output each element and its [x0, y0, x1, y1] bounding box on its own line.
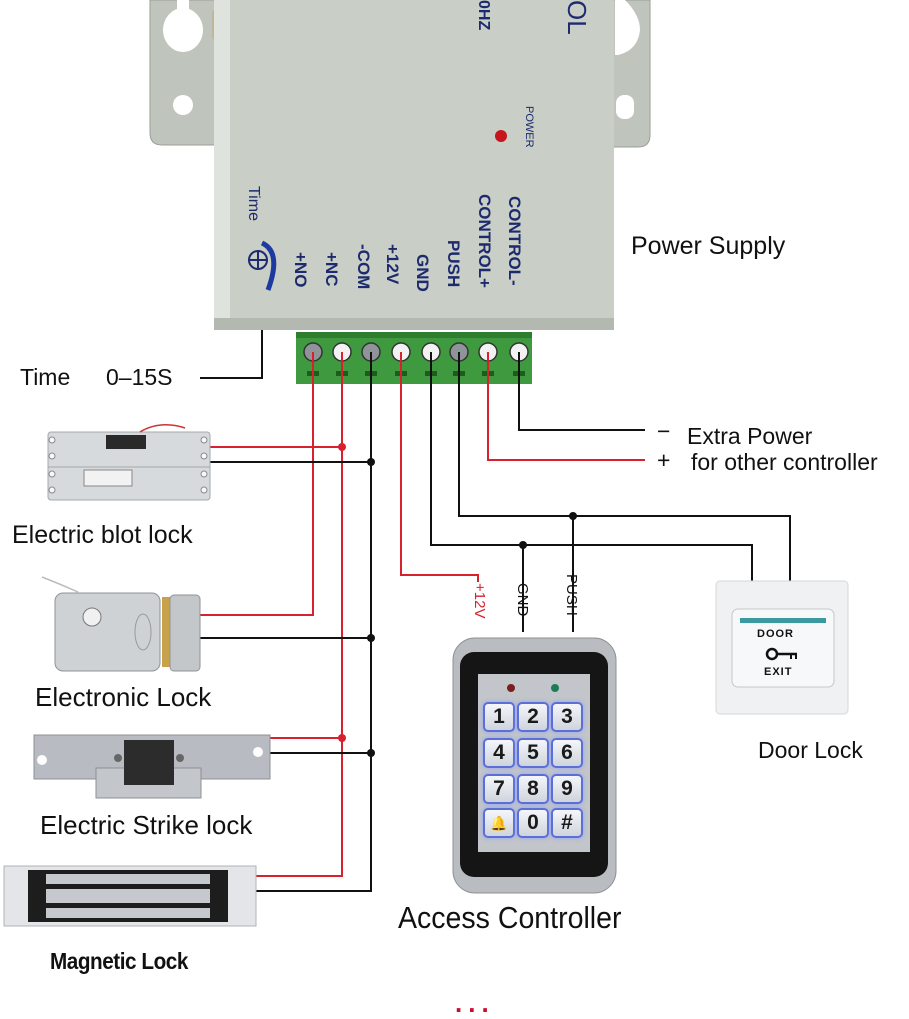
power-led-label: POWER: [523, 106, 535, 148]
power-supply-bracket-left: [149, 0, 226, 146]
lock-label-electronic: Electronic Lock: [35, 682, 212, 712]
door-lock-label: Door Lock: [758, 737, 863, 763]
terminal-label-com: -COM: [354, 244, 373, 290]
time-label: Time: [20, 364, 71, 390]
wire-label-push: PUSH: [563, 574, 580, 616]
extra-power-line1: Extra Power: [687, 423, 813, 449]
keypad-key[interactable]: 5: [517, 738, 549, 768]
key-icon: [765, 647, 797, 661]
keypad-key[interactable]: 1: [483, 702, 515, 732]
wire-com-bus: [256, 352, 372, 892]
electronic-lock-image: [41, 576, 201, 672]
exit-button-image: [715, 580, 849, 715]
exit-button-door-text: DOOR: [757, 628, 794, 640]
wire-no-electronic-lock: [200, 352, 314, 616]
wire-gnd-exit-button: [430, 352, 753, 581]
time-knob-icon: [248, 240, 277, 291]
keypad-bell-key[interactable]: 🔔: [483, 808, 515, 838]
access-controller-label: Access Controller: [398, 900, 622, 935]
lock-label-electric-strike: Electric Strike lock: [40, 810, 253, 840]
wire-control-minus-extra-power: [518, 352, 645, 431]
junction-dot-4: [338, 734, 346, 742]
power-supply-model-partial: OL: [562, 0, 592, 35]
electric-bolt-lock-image: [47, 424, 211, 501]
keypad-key[interactable]: 3: [551, 702, 583, 732]
keypad-key[interactable]: 7: [483, 774, 515, 804]
terminal-label-no: +NO: [291, 252, 310, 288]
junction-dot-6: [569, 512, 577, 520]
junction-dot-1: [338, 443, 346, 451]
terminal-label-nc: +NC: [322, 252, 341, 287]
keypad-key[interactable]: 0: [517, 808, 549, 838]
terminal-label-12v: +12V: [383, 244, 402, 285]
magnetic-lock-image: [3, 865, 257, 927]
lock-label-magnetic: Magnetic Lock: [50, 948, 188, 974]
keypad-key[interactable]: 6: [551, 738, 583, 768]
time-range: 0–15S: [106, 364, 173, 390]
wire-control-plus-extra-power: [487, 352, 645, 461]
power-supply-rating-partial: 0HZ: [475, 0, 492, 31]
keypad-key[interactable]: 2: [517, 702, 549, 732]
exit-button-exit-text: EXIT: [764, 666, 793, 678]
junction-dot-7: [519, 541, 527, 549]
power-supply-bracket-right: [604, 0, 651, 148]
keypad-key[interactable]: 9: [551, 774, 583, 804]
extra-power-minus: −: [657, 418, 671, 444]
junction-dot-3: [367, 634, 375, 642]
terminal-label-gnd: GND: [413, 254, 432, 292]
junction-dot-5: [367, 749, 375, 757]
keypad-key[interactable]: #: [551, 808, 583, 838]
power-supply-body: [214, 0, 614, 330]
keypad-key[interactable]: 4: [483, 738, 515, 768]
terminal-label-push: PUSH: [444, 240, 463, 288]
wire-time-pointer: [200, 330, 263, 379]
wire-label-12v: +12V: [471, 583, 488, 619]
keypad-key[interactable]: 8: [517, 774, 549, 804]
wire-nc-bus: [256, 352, 343, 877]
power-supply-title: Power Supply: [631, 232, 786, 260]
junction-dot-2: [367, 458, 375, 466]
wire-push-exit-button: [458, 352, 791, 581]
extra-power-line2: for other controller: [691, 449, 878, 475]
terminal-block: [296, 332, 532, 384]
time-knob-label: Time: [245, 186, 262, 221]
terminal-label-control-minus: CONTROL-: [505, 196, 524, 286]
lock-label-electric-bolt: Electric blot lock: [12, 521, 193, 549]
wire-12v-controller: [400, 352, 479, 582]
power-led-icon: [495, 130, 507, 142]
electric-strike-lock-image: [33, 734, 271, 799]
terminal-label-control-plus: CONTROL+: [475, 194, 494, 288]
bottom-caption-partial: ...: [455, 988, 495, 1018]
wire-label-gnd: GND: [514, 583, 531, 617]
extra-power-plus: +: [657, 447, 671, 473]
